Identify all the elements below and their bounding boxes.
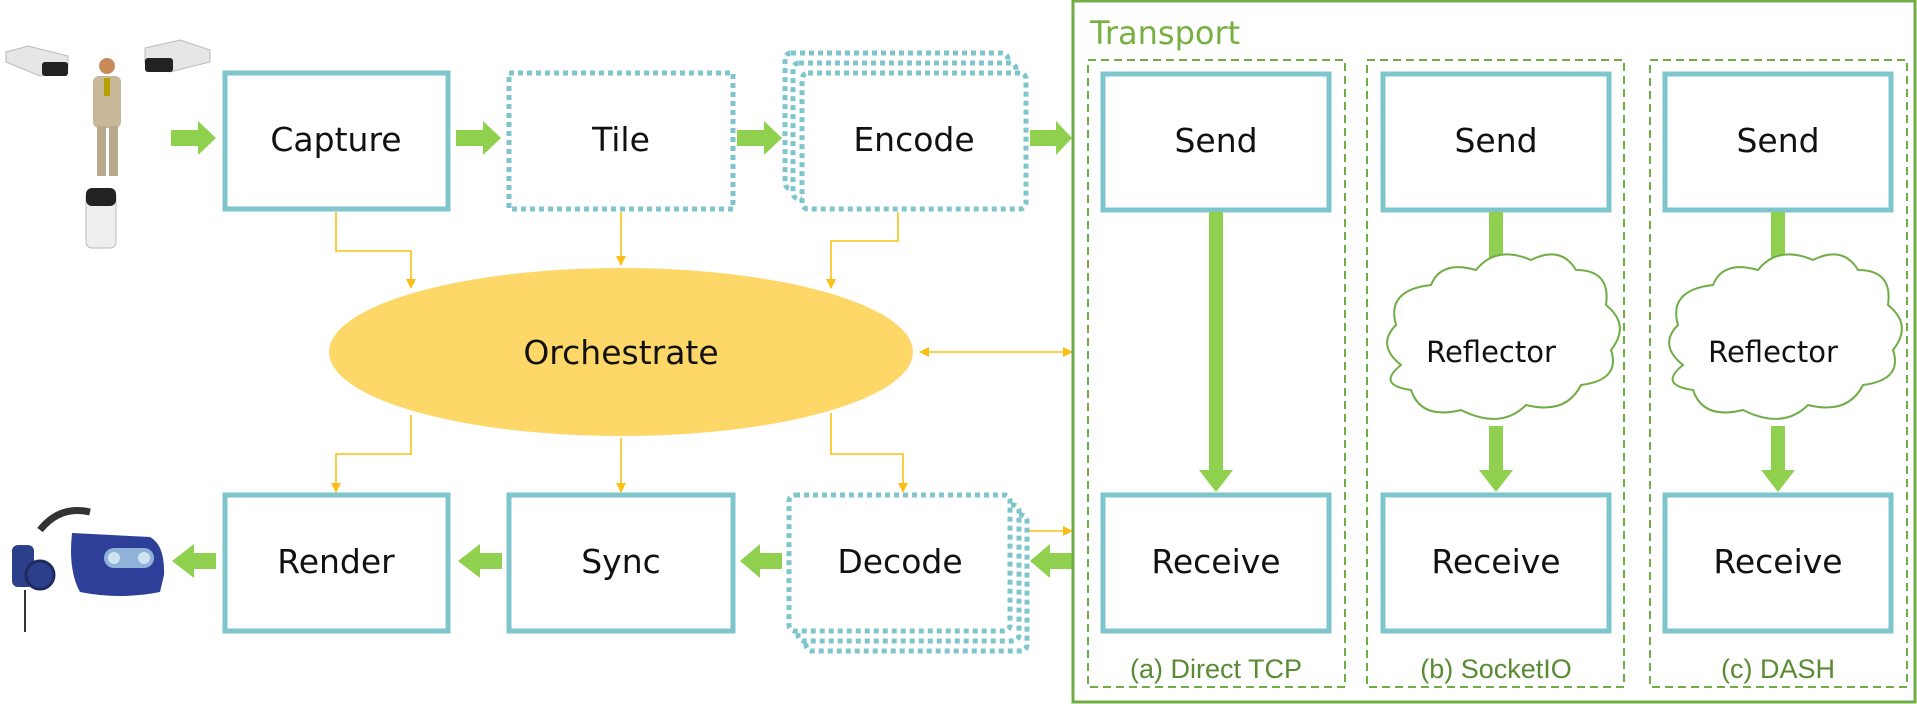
send-node[interactable]: Send [1380, 71, 1612, 213]
orchestrate-node[interactable]: Orchestrate [329, 268, 913, 436]
depth-camera-icon [5, 45, 69, 77]
depth-camera-icon [85, 188, 117, 249]
variant-caption: (b) SocketIO [1420, 654, 1572, 684]
sync-node[interactable]: Sync [506, 492, 736, 634]
transport-title: Transport [1089, 14, 1240, 52]
flow-arrows [171, 121, 1072, 578]
render-label: Render [277, 542, 395, 581]
render-node[interactable]: Render [222, 492, 451, 634]
arrow-reflector-to-receive [1761, 426, 1795, 492]
reflector-cloud[interactable]: Reflector [1668, 253, 1903, 420]
tile-label: Tile [591, 120, 650, 159]
arrow-reflector-to-receive [1479, 426, 1513, 492]
arrow-render-to-headset [172, 544, 216, 578]
arrow-send-to-receive [1199, 212, 1233, 492]
orchestrate-label: Orchestrate [523, 333, 718, 372]
receive-node[interactable]: Receive [1662, 492, 1894, 634]
depth-camera-icon [144, 39, 211, 73]
tile-node[interactable]: Tile [506, 70, 736, 212]
receive-label: Receive [1431, 542, 1560, 581]
arrow-sync-to-render [458, 544, 502, 578]
send-label: Send [1736, 121, 1819, 160]
receive-label: Receive [1151, 542, 1280, 581]
send-label: Send [1454, 121, 1537, 160]
capture-node[interactable]: Capture [222, 70, 451, 212]
control-lines [331, 212, 1073, 536]
encode-label: Encode [853, 120, 974, 159]
receive-node[interactable]: Receive [1100, 492, 1332, 634]
arrow-source-to-capture [171, 121, 216, 155]
arrow-transport-to-decode [1030, 544, 1072, 578]
arrow-tile-to-encode [737, 121, 782, 155]
sync-label: Sync [581, 542, 661, 581]
capture-to-orchestrate-line [335, 212, 416, 289]
send-node[interactable]: Send [1662, 71, 1894, 213]
variant-caption: (a) Direct TCP [1130, 654, 1302, 684]
arrow-decode-to-sync [740, 544, 782, 578]
reflector-label: Reflector [1426, 335, 1556, 369]
receive-label: Receive [1713, 542, 1842, 581]
transport-group: Transport [1071, 0, 1917, 704]
cloud-icon [1386, 253, 1621, 420]
decode-label: Decode [837, 542, 962, 581]
send-label: Send [1174, 121, 1257, 160]
arrow-capture-to-tile [456, 121, 501, 155]
orchestrate-to-render-line [331, 415, 412, 493]
encode-to-orchestrate-line [826, 212, 899, 289]
encode-node[interactable]: Encode [782, 50, 1029, 212]
reflector-label: Reflector [1708, 335, 1838, 369]
reflector-cloud[interactable]: Reflector [1386, 253, 1621, 420]
receive-node[interactable]: Receive [1380, 492, 1612, 634]
variant-caption: (c) DASH [1721, 654, 1835, 684]
capture-label: Capture [270, 120, 401, 159]
cloud-icon [1668, 253, 1903, 420]
send-node[interactable]: Send [1100, 71, 1332, 213]
depth-cameras-person-icon [5, 39, 211, 249]
decode-node[interactable]: Decode [786, 492, 1030, 654]
arrow-encode-to-transport [1030, 121, 1072, 155]
person-icon [93, 58, 121, 176]
orchestrate-to-decode-line [830, 413, 908, 493]
vr-headset-icon [12, 507, 165, 632]
